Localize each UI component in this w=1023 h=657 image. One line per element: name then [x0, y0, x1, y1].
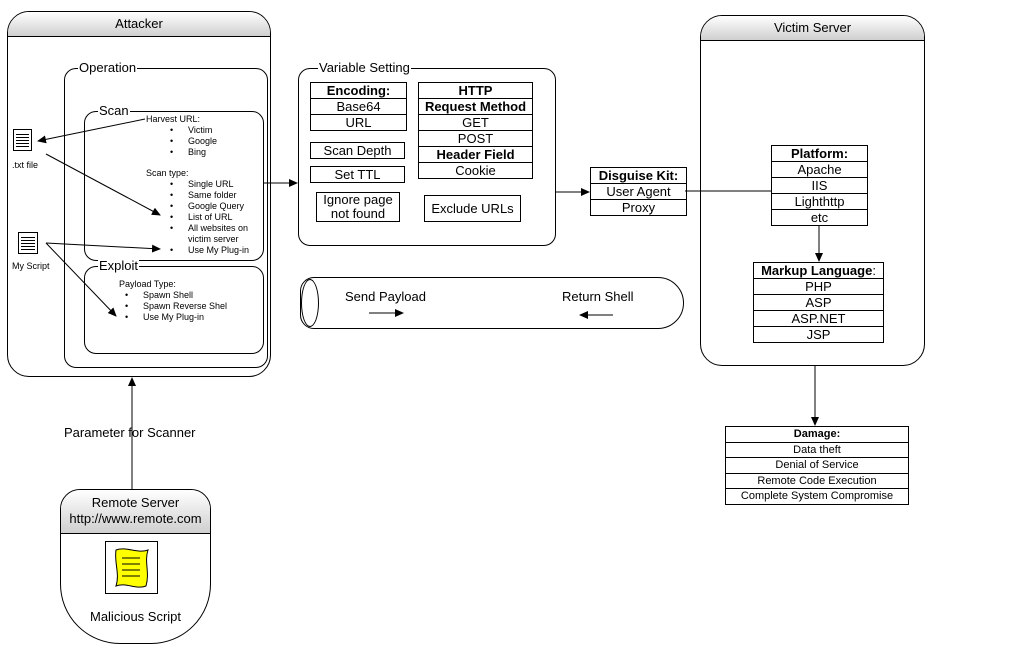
disguise-kit-row: Proxy — [591, 200, 686, 216]
txt-file-icon[interactable] — [13, 129, 32, 151]
harvest-url-block: Harvest URL: Victim Google Bing — [146, 114, 262, 158]
method-row: GET — [419, 115, 532, 131]
malicious-script-label: Malicious Script — [89, 609, 182, 624]
set-ttl-box: Set TTL — [310, 166, 405, 183]
exploit-label: Exploit — [98, 258, 140, 273]
scan-label: Scan — [98, 103, 130, 118]
platform-row: IIS — [772, 178, 867, 194]
arrow-script-to-plugin — [45, 242, 161, 253]
remote-server-url: http://www.remote.com — [69, 511, 202, 526]
request-method-header: Request Method — [419, 99, 532, 115]
markup-row: JSP — [754, 327, 883, 343]
arrow-txt-to-list — [45, 153, 161, 216]
send-payload-label: Send Payload — [345, 289, 426, 304]
payload-type-title: Payload Type: — [119, 279, 176, 289]
platform-row: Lighthttp — [772, 194, 867, 210]
arrow-harvest-to-txt — [37, 118, 146, 144]
scan-type-title: Scan type: — [146, 168, 189, 178]
scan-type-item: List of URL — [164, 212, 264, 223]
markup-row: ASP — [754, 295, 883, 311]
scan-type-item: Single URL — [164, 179, 264, 190]
platform-header: Platform: — [772, 146, 867, 162]
payload-item: Use My Plug-in — [119, 312, 263, 323]
harvest-item: Bing — [164, 147, 262, 158]
ignore-page-box: Ignore page not found — [316, 192, 400, 222]
encoding-row: URL — [311, 115, 406, 131]
encoding-header: Encoding: — [311, 83, 406, 99]
harvest-url-title: Harvest URL: — [146, 114, 201, 124]
header-field-header: Header Field — [419, 147, 532, 163]
remote-server-header: Remote Server http://www.remote.com — [61, 490, 210, 534]
damage-table: Damage: Data theft Denial of Service Rem… — [725, 426, 909, 505]
scan-type-item: Google Query — [164, 201, 264, 212]
malicious-script-icon-frame[interactable] — [105, 541, 158, 594]
damage-row: Complete System Compromise — [726, 489, 908, 505]
method-row: POST — [419, 131, 532, 147]
return-shell-label: Return Shell — [562, 289, 634, 304]
victim-server-title: Victim Server — [701, 16, 924, 41]
my-script-label: My Script — [12, 261, 50, 271]
parameter-for-scanner-label: Parameter for Scanner — [64, 425, 196, 440]
damage-header: Damage: — [726, 427, 908, 443]
my-script-icon[interactable] — [18, 232, 38, 254]
scan-type-item: Use My Plug-in — [164, 245, 264, 256]
exclude-urls-box: Exclude URLs — [424, 195, 521, 222]
damage-row: Data theft — [726, 443, 908, 458]
http-header: HTTP — [419, 83, 532, 99]
markup-language-header: Markup Language: — [754, 263, 883, 279]
damage-row: Remote Code Execution — [726, 474, 908, 489]
scan-depth-box: Scan Depth — [310, 142, 405, 159]
operation-label: Operation — [78, 60, 138, 75]
payload-item: Spawn Reverse Shel — [119, 301, 263, 312]
disguise-kit-row: User Agent — [591, 184, 686, 200]
header-field-row: Cookie — [419, 163, 532, 179]
markup-row: PHP — [754, 279, 883, 295]
variable-setting-label: Variable Setting — [318, 60, 411, 75]
remote-server-panel: Remote Server http://www.remote.com — [60, 489, 211, 644]
encoding-row: Base64 — [311, 99, 406, 115]
payload-type-block: Payload Type: Spawn Shell Spawn Reverse … — [119, 279, 263, 323]
scan-type-item: All websites on victim server — [164, 223, 250, 245]
pipe-end-cap — [301, 279, 319, 327]
attacker-title: Attacker — [8, 12, 270, 37]
scan-type-item: Same folder — [164, 190, 264, 201]
disguise-kit-header: Disguise Kit: — [591, 168, 686, 184]
platform-table: Platform: Apache IIS Lighthttp etc — [771, 145, 868, 226]
harvest-item: Victim — [164, 125, 262, 136]
http-table: HTTP Request Method GET POST Header Fiel… — [418, 82, 533, 179]
scan-type-block: Scan type: Single URL Same folder Google… — [146, 168, 264, 256]
remote-server-title: Remote Server — [91, 495, 180, 510]
disguise-kit-table: Disguise Kit: User Agent Proxy — [590, 167, 687, 216]
arrow-script-to-exploit-plugin — [45, 242, 117, 317]
markup-language-table: Markup Language: PHP ASP ASP.NET JSP — [753, 262, 884, 343]
damage-row: Denial of Service — [726, 458, 908, 474]
markup-row: ASP.NET — [754, 311, 883, 327]
encoding-table: Encoding: Base64 URL — [310, 82, 407, 131]
scroll-icon — [115, 548, 149, 588]
payload-item: Spawn Shell — [119, 290, 263, 301]
txt-file-label: .txt file — [12, 160, 39, 170]
platform-row: Apache — [772, 162, 867, 178]
harvest-item: Google — [164, 136, 262, 147]
